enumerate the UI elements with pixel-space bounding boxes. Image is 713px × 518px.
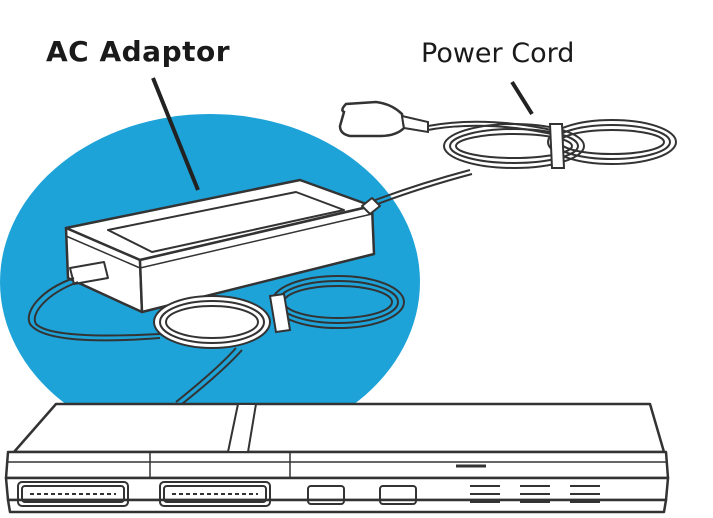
console-ports: [17, 481, 600, 507]
power-cord-leader-line: [510, 80, 534, 116]
ac-adaptor-box: [64, 178, 381, 314]
ac-adaptor-label: AC Adaptor: [46, 35, 231, 68]
wall-plug: [338, 100, 429, 138]
power-cord-label: Power Cord: [421, 38, 575, 69]
dc-cord: [27, 275, 405, 405]
game-console: [4, 402, 670, 514]
ac-adaptor-leader-line: [151, 77, 200, 191]
power-cord-coil: [359, 119, 677, 211]
